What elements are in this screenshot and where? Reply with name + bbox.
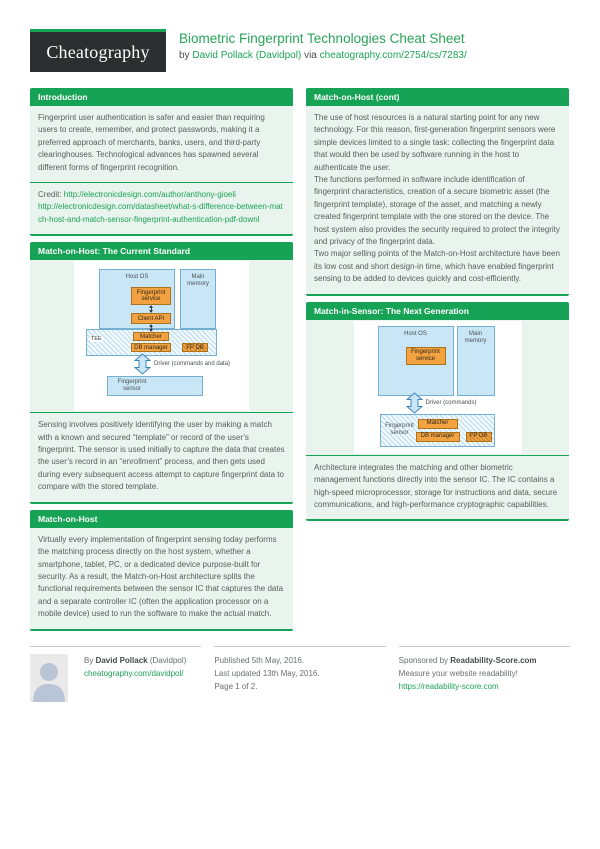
- footer-rule: [30, 645, 202, 647]
- arrowhead-up: [149, 324, 153, 328]
- byline-via: via: [304, 50, 317, 61]
- driver-arrow-icon: [134, 353, 151, 375]
- sponsor-link[interactable]: https://readability-score.com: [398, 681, 499, 691]
- credit-link-1[interactable]: http://electronicdesign.com/author/antho…: [63, 190, 236, 200]
- match-on-host-diagram-figure: Host OS Main memory TEE Fingerprint serv…: [30, 260, 293, 412]
- section-match-on-host-cont: Match-on-Host (cont) The use of host res…: [306, 88, 569, 296]
- right-column: Match-on-Host (cont) The use of host res…: [306, 88, 569, 527]
- logo-text: Cheatography: [46, 41, 150, 62]
- fingerprint-sensor-box: [107, 376, 203, 397]
- section-match-on-host-body: Virtually every implementation of finger…: [30, 528, 293, 629]
- page-number: Page 1 of 2.: [214, 681, 258, 691]
- section-divider: [30, 412, 293, 414]
- byline: by David Pollack (Davidpol) via cheatogr…: [179, 50, 467, 61]
- page-header: Cheatography Biometric Fingerprint Techn…: [0, 0, 600, 88]
- sponsor-prefix: Sponsored by: [398, 655, 449, 665]
- footer-by: By: [84, 655, 94, 665]
- section-divider: [30, 182, 293, 184]
- footer-meta-column: Published 5th May, 2016. Last updated 13…: [214, 645, 386, 702]
- fingerprint-service-box: Fingerprint service: [405, 346, 446, 365]
- host-os-label: Host OS: [125, 274, 149, 281]
- arrowhead-down: [149, 329, 153, 333]
- cont-paragraph-1: The use of host resources is a natural s…: [314, 113, 556, 172]
- fingerprint-service-box: Fingerprint service: [131, 287, 171, 306]
- updated-date: Last updated 13th May, 2016.: [214, 668, 320, 678]
- match-in-sensor-diagram-figure: Host OS Main memory Fingerprint service …: [306, 320, 569, 455]
- byline-prefix: by: [179, 50, 190, 61]
- driver-arrow-icon: [405, 392, 423, 414]
- section-introduction-body: Fingerprint user authentication is safer…: [30, 106, 293, 182]
- db-manager-box: DB manager: [131, 343, 171, 353]
- main-memory-label: Main memory: [187, 274, 209, 288]
- fingerprint-sensor-label: Fingerprint sensor: [385, 422, 414, 436]
- footer-rule: [398, 645, 570, 647]
- cheatography-logo[interactable]: Cheatography: [30, 29, 166, 72]
- main-memory-label: Main memory: [464, 330, 487, 344]
- avatar[interactable]: [30, 653, 68, 702]
- credit-link-2[interactable]: http://electronicdesign.com/datasheet/wh…: [38, 202, 283, 224]
- arrowhead-down: [149, 310, 153, 314]
- section-match-on-host-header: Match-on-Host: [30, 509, 293, 528]
- matcher-box: Matcher: [417, 418, 458, 429]
- db-manager-box: DB manager: [415, 431, 460, 442]
- footer-profile-link[interactable]: cheatography.com/davidpol/: [84, 668, 184, 678]
- footer-rule: [214, 645, 386, 647]
- match-in-sensor-diagram: Host OS Main memory Fingerprint service …: [353, 320, 522, 454]
- content-columns: Introduction Fingerprint user authentica…: [0, 88, 600, 637]
- driver-label: Driver (commands and data): [154, 361, 231, 368]
- match-on-host-diagram: Host OS Main memory TEE Fingerprint serv…: [74, 261, 249, 412]
- sheet-url-link[interactable]: cheatography.com/2754/cs/7283/: [319, 50, 467, 61]
- author-link[interactable]: David Pollack (Davidpol): [192, 50, 302, 61]
- architecture-text: Architecture integrates the matching and…: [314, 462, 558, 509]
- section-match-on-host-standard-text: Sensing involves positively identifying …: [30, 413, 293, 501]
- footer-sponsor-column: Sponsored by Readability-Score.com Measu…: [398, 645, 570, 702]
- footer-author-column: By David Pollack (Davidpol) cheatography…: [30, 645, 202, 702]
- section-match-on-host-cont-header: Match-on-Host (cont): [306, 88, 569, 106]
- sensing-text: Sensing involves positively identifying …: [38, 420, 285, 492]
- section-match-on-host-standard-header: Match-on-Host: The Current Standard: [30, 242, 293, 261]
- section-match-in-sensor-header: Match-in-Sensor: The Next Generation: [306, 301, 569, 320]
- client-api-box: Client API: [131, 313, 171, 325]
- published-date: Published 5th May, 2016.: [214, 655, 305, 665]
- section-match-on-host-cont-body: The use of host resources is a natural s…: [306, 106, 569, 294]
- fingerprint-sensor-label: Fingerprint sensor: [117, 379, 147, 393]
- tee-label: TEE: [90, 336, 103, 343]
- credit-label: Credit:: [38, 190, 62, 200]
- title-block: Biometric Fingerprint Technologies Cheat…: [179, 29, 467, 61]
- connector-line: [151, 306, 152, 313]
- section-match-in-sensor-text: Architecture integrates the matching and…: [306, 456, 569, 520]
- footer-author-text: By David Pollack (Davidpol) cheatography…: [84, 654, 186, 702]
- sponsor-name: Readability-Score.com: [450, 655, 537, 665]
- introduction-text: Fingerprint user authentication is safer…: [38, 113, 265, 172]
- page-footer: By David Pollack (Davidpol) cheatography…: [0, 645, 600, 702]
- footer-author-handle: (Davidpol): [149, 655, 187, 665]
- driver-label: Driver (commands): [425, 399, 477, 406]
- main-memory-box: Main memory: [180, 269, 216, 330]
- section-introduction: Introduction Fingerprint user authentica…: [30, 88, 293, 237]
- section-match-on-host-standard: Match-on-Host: The Current Standard Host…: [30, 242, 293, 504]
- match-on-host-text: Virtually every implementation of finger…: [38, 534, 284, 619]
- fp-db-box: FP DB: [182, 343, 208, 353]
- fp-db-box: FP DB: [465, 431, 492, 442]
- footer-author-name: David Pollack: [95, 655, 148, 665]
- main-memory-box: Main memory: [456, 325, 495, 396]
- sponsor-tagline: Measure your website readability!: [398, 668, 518, 678]
- left-column: Introduction Fingerprint user authentica…: [30, 88, 293, 637]
- page-title: Biometric Fingerprint Technologies Cheat…: [179, 31, 465, 46]
- arrowhead-up: [149, 305, 153, 309]
- host-os-label: Host OS: [404, 330, 427, 337]
- matcher-box: Matcher: [133, 332, 169, 342]
- cont-paragraph-2: The functions performed in software incl…: [314, 175, 560, 247]
- section-match-on-host: Match-on-Host Virtually every implementa…: [30, 509, 293, 631]
- connector-line: [151, 325, 152, 332]
- section-divider: [306, 454, 569, 456]
- section-match-in-sensor: Match-in-Sensor: The Next Generation Hos…: [306, 301, 569, 522]
- cont-paragraph-3: Two major selling points of the Match-on…: [314, 249, 560, 284]
- credit-block: Credit: http://electronicdesign.com/auth…: [30, 183, 293, 234]
- section-introduction-header: Introduction: [30, 88, 293, 106]
